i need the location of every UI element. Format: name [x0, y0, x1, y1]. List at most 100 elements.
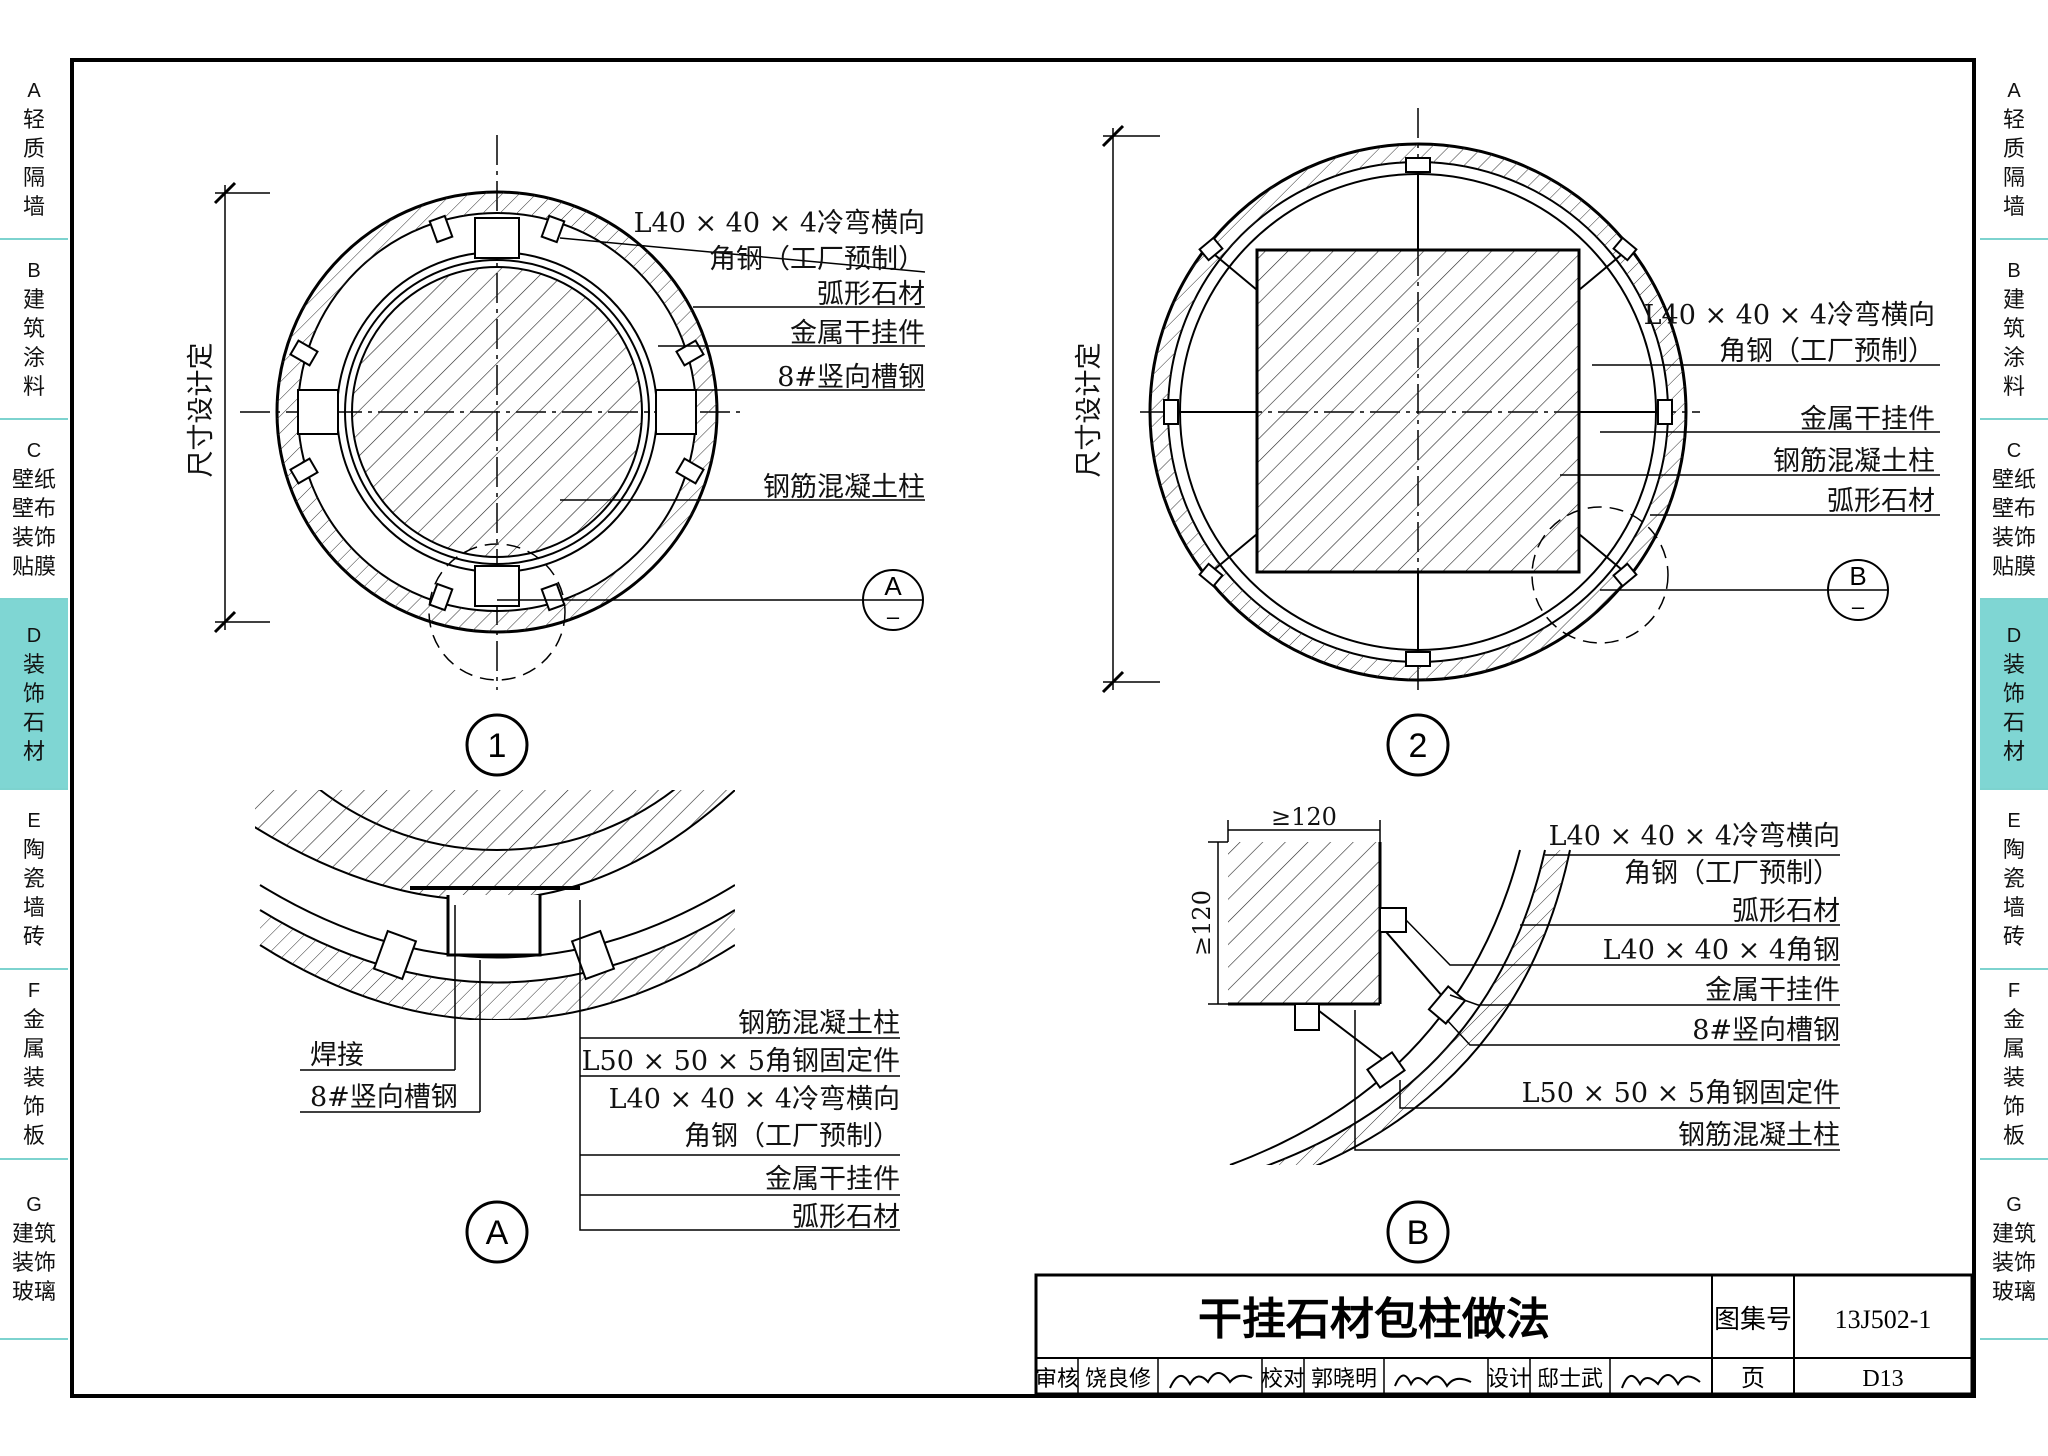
left-tab-letter: B	[27, 259, 41, 282]
left-tab-label: 轻 质 隔 墙	[22, 107, 45, 220]
db-label-concrete: 钢筋混凝土柱	[1678, 1120, 1840, 1151]
right-tab-e[interactable]: E 陶 瓷 墙 砖	[1980, 790, 2048, 970]
left-chapter-tabs: A 轻 质 隔 墙 B 建 筑 涂 料 C 壁纸 壁布 装饰 贴膜 D 装 饰 石 材 E 陶 瓷…	[0, 60, 68, 1340]
d2-label-angle-2: 角钢（工厂预制）	[1719, 336, 1935, 367]
right-tab-label: 金 属 装 饰 板	[2002, 1008, 2025, 1149]
right-tab-label: 建筑 装饰 玻璃	[1991, 1222, 2036, 1305]
right-tab-label: 陶 瓷 墙 砖	[2002, 837, 2025, 950]
d1-label-angle-2: 角钢（工厂预制）	[709, 244, 925, 275]
right-tab-label: 壁纸 壁布 装饰 贴膜	[1991, 467, 2036, 580]
right-tab-letter: C	[2006, 439, 2022, 462]
d1-callout-sub: –	[887, 604, 900, 629]
d1-label-hanger: 金属干挂件	[790, 318, 925, 349]
db-label-hanger: 金属干挂件	[1705, 975, 1840, 1006]
page-number: D13	[1862, 1366, 1903, 1392]
review-label: 审核	[1035, 1367, 1079, 1392]
drawing-title: 干挂石材包柱做法	[1198, 1294, 1550, 1345]
right-tab-d[interactable]: D 装 饰 石 材	[1980, 600, 2048, 790]
db-label-angle40: L40 × 40 × 4角钢	[1603, 935, 1840, 966]
d2-label-angle: L40 × 40 × 4冷弯横向	[1644, 300, 1935, 331]
detail-2-square-column: 尺寸设计定 L40 × 40 × 4冷弯横向 角钢（工厂预制） 金属干挂件 钢筋…	[1074, 108, 1940, 777]
left-tab-a[interactable]: A 轻 质 隔 墙	[0, 60, 68, 240]
left-tab-letter: C	[26, 439, 42, 462]
db-label-channel: 8#竖向槽钢	[1692, 1015, 1840, 1046]
detail-1-number: 1	[488, 727, 507, 765]
d2-callout-letter: B	[1849, 561, 1866, 591]
d1-label-angle: L40 × 40 × 4冷弯横向	[634, 208, 925, 239]
detail-1-round-column: 尺寸设计定 L40 × 40 × 4冷弯横向 角钢（工厂预制） 弧形石材 金属干…	[186, 135, 926, 777]
detail-a-enlarged: 焊接 8#竖向槽钢 钢筋混凝土柱 L50 × 50 × 5角钢固定件 L40 ×…	[255, 790, 900, 1264]
db-label-fixer: L50 × 50 × 5角钢固定件	[1522, 1078, 1840, 1109]
da-label-weld: 焊接	[310, 1040, 364, 1071]
detail-2-dimension: 尺寸设计定	[1074, 343, 1105, 478]
right-tab-letter: G	[2006, 1194, 2022, 1216]
da-label-channel: 8#竖向槽钢	[310, 1082, 458, 1113]
drawing-frame	[70, 58, 1976, 1398]
reviewer-signature	[1169, 1372, 1253, 1389]
right-tab-c[interactable]: C 壁纸 壁布 装饰 贴膜	[1980, 420, 2048, 600]
detail-2-number: 2	[1409, 727, 1428, 765]
left-tab-letter: F	[27, 980, 41, 1002]
left-tab-label: 金 属 装 饰 板	[22, 1008, 45, 1149]
left-tab-letter: D	[26, 624, 42, 647]
left-tab-letter: A	[27, 79, 41, 102]
da-label-fixer: L50 × 50 × 5角钢固定件	[582, 1046, 900, 1077]
d2-label-concrete: 钢筋混凝土柱	[1773, 446, 1935, 477]
right-tab-letter: B	[2007, 259, 2021, 282]
design-label: 设计	[1487, 1367, 1531, 1392]
db-label-angle: L40 × 40 × 4冷弯横向	[1549, 821, 1840, 852]
atlas-label: 图集号	[1714, 1305, 1792, 1335]
left-tab-e[interactable]: E 陶 瓷 墙 砖	[0, 790, 68, 970]
db-label-angle-2: 角钢（工厂预制）	[1624, 858, 1840, 889]
left-tab-b[interactable]: B 建 筑 涂 料	[0, 240, 68, 420]
detail-b-letter: B	[1407, 1214, 1430, 1252]
db-label-stone: 弧形石材	[1732, 896, 1840, 927]
atlas-number: 13J502-1	[1835, 1305, 1932, 1334]
left-tab-d[interactable]: D 装 饰 石 材	[0, 600, 68, 790]
left-tab-letter: E	[27, 809, 41, 832]
detail-a-letter: A	[486, 1214, 509, 1252]
left-tab-g[interactable]: G 建筑 装饰 玻璃	[0, 1160, 68, 1340]
designer-name: 邸士武	[1537, 1367, 1603, 1392]
right-tab-f[interactable]: F 金 属 装 饰 板	[1980, 970, 2048, 1160]
da-label-stone: 弧形石材	[792, 1202, 900, 1233]
designer-signature	[1621, 1374, 1701, 1389]
left-tab-label: 陶 瓷 墙 砖	[22, 837, 45, 950]
da-label-angle: L40 × 40 × 4冷弯横向	[609, 1084, 900, 1115]
da-label-concrete: 钢筋混凝土柱	[738, 1008, 900, 1039]
right-tab-label: 装 饰 石 材	[2002, 652, 2025, 765]
right-tab-g[interactable]: G 建筑 装饰 玻璃	[1980, 1160, 2048, 1340]
left-tab-letter: G	[26, 1194, 42, 1216]
page-label: 页	[1741, 1364, 1765, 1392]
d2-label-hanger: 金属干挂件	[1800, 404, 1935, 435]
da-label-hanger: 金属干挂件	[765, 1164, 900, 1195]
left-tab-label: 壁纸 壁布 装饰 贴膜	[11, 467, 56, 580]
right-tab-letter: D	[2006, 624, 2022, 647]
d2-callout-sub: –	[1852, 594, 1865, 619]
reviewer-name: 饶良修	[1085, 1367, 1151, 1392]
detail-b-enlarged: ≥120 ≥120 L40 × 40 × 4冷弯横向 角钢（工厂预制） 弧形石材…	[1188, 803, 1840, 1264]
d1-label-concrete: 钢筋混凝土柱	[763, 472, 925, 503]
left-tab-c[interactable]: C 壁纸 壁布 装饰 贴膜	[0, 420, 68, 600]
d1-label-stone: 弧形石材	[817, 279, 925, 310]
right-tab-letter: F	[2007, 980, 2021, 1002]
detail-1-dimension: 尺寸设计定	[186, 343, 217, 478]
left-tab-label: 建筑 装饰 玻璃	[11, 1222, 56, 1305]
left-tab-f[interactable]: F 金 属 装 饰 板	[0, 970, 68, 1160]
check-label: 校对	[1261, 1367, 1305, 1392]
d1-callout-letter: A	[884, 571, 902, 601]
checker-name: 郭晓明	[1311, 1367, 1377, 1392]
title-block: 干挂石材包柱做法 图集号 13J502-1 页 D13 审核 饶良修 校对 郭晓…	[1034, 1273, 1974, 1396]
right-tab-a[interactable]: A 轻 质 隔 墙	[1980, 60, 2048, 240]
db-dim-top: ≥120	[1271, 803, 1337, 831]
right-tab-label: 轻 质 隔 墙	[2002, 107, 2025, 220]
right-tab-letter: E	[2007, 809, 2021, 832]
left-tab-label: 装 饰 石 材	[22, 652, 45, 765]
checker-signature	[1394, 1374, 1472, 1388]
left-tab-label: 建 筑 涂 料	[22, 287, 45, 400]
db-dim-left: ≥120	[1188, 890, 1216, 956]
right-tab-letter: A	[2007, 79, 2021, 102]
